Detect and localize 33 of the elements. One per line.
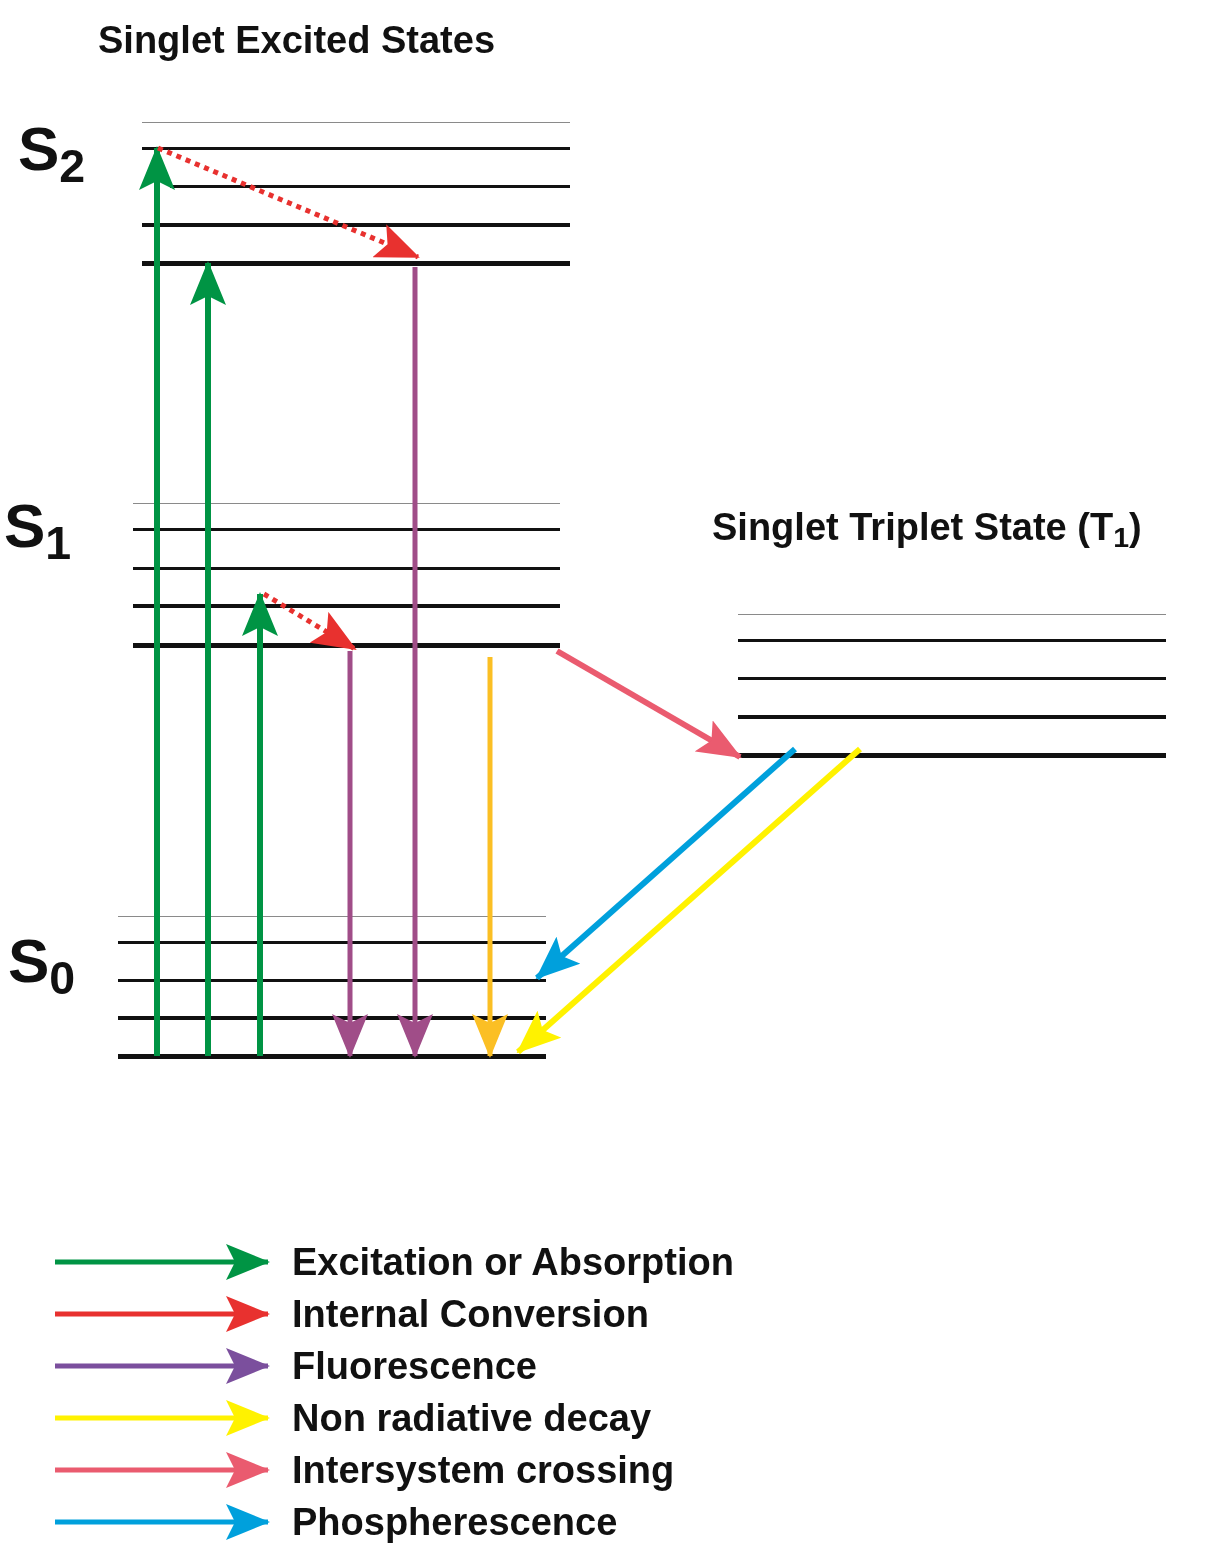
arrow <box>516 746 862 1055</box>
energy-level-line <box>133 566 560 570</box>
arrow <box>242 592 278 1056</box>
diagram-title: Singlet Excited States <box>98 18 495 63</box>
legend-text: Internal Conversion <box>292 1295 649 1333</box>
legend-text: Phospherescence <box>292 1503 618 1541</box>
arrow <box>139 146 175 1056</box>
energy-level-line <box>118 940 546 944</box>
legend-text: Intersystem crossing <box>292 1451 675 1489</box>
dashed-arrow <box>262 591 357 652</box>
energy-level-line <box>170 184 570 188</box>
energy-level-line <box>142 121 570 123</box>
dashed-arrow <box>157 145 420 260</box>
arrow <box>472 657 508 1058</box>
energy-level-line <box>738 638 1166 642</box>
legend-text: Excitation or Absorption <box>292 1243 734 1281</box>
energy-level-line <box>118 978 546 982</box>
energy-level-line <box>133 527 560 531</box>
state-label: S$_{2}$ <box>18 118 86 180</box>
legend-text: Fluorescence <box>292 1347 537 1385</box>
energy-level-line <box>738 676 1166 680</box>
energy-level-line <box>133 502 560 504</box>
legend-text: Non radiative decay <box>292 1399 652 1437</box>
energy-level-line <box>142 146 570 150</box>
arrow <box>397 267 433 1058</box>
arrow <box>332 651 368 1058</box>
energy-level-line <box>118 915 546 917</box>
state-label: S$_{1}$ <box>4 495 72 557</box>
arrow <box>190 261 226 1056</box>
energy-level-line <box>738 613 1166 615</box>
arrow <box>555 648 742 760</box>
state-label: Singlet Triplet State (T$_{1}$) <box>712 508 1142 546</box>
state-label: S$_{0}$ <box>8 930 76 992</box>
